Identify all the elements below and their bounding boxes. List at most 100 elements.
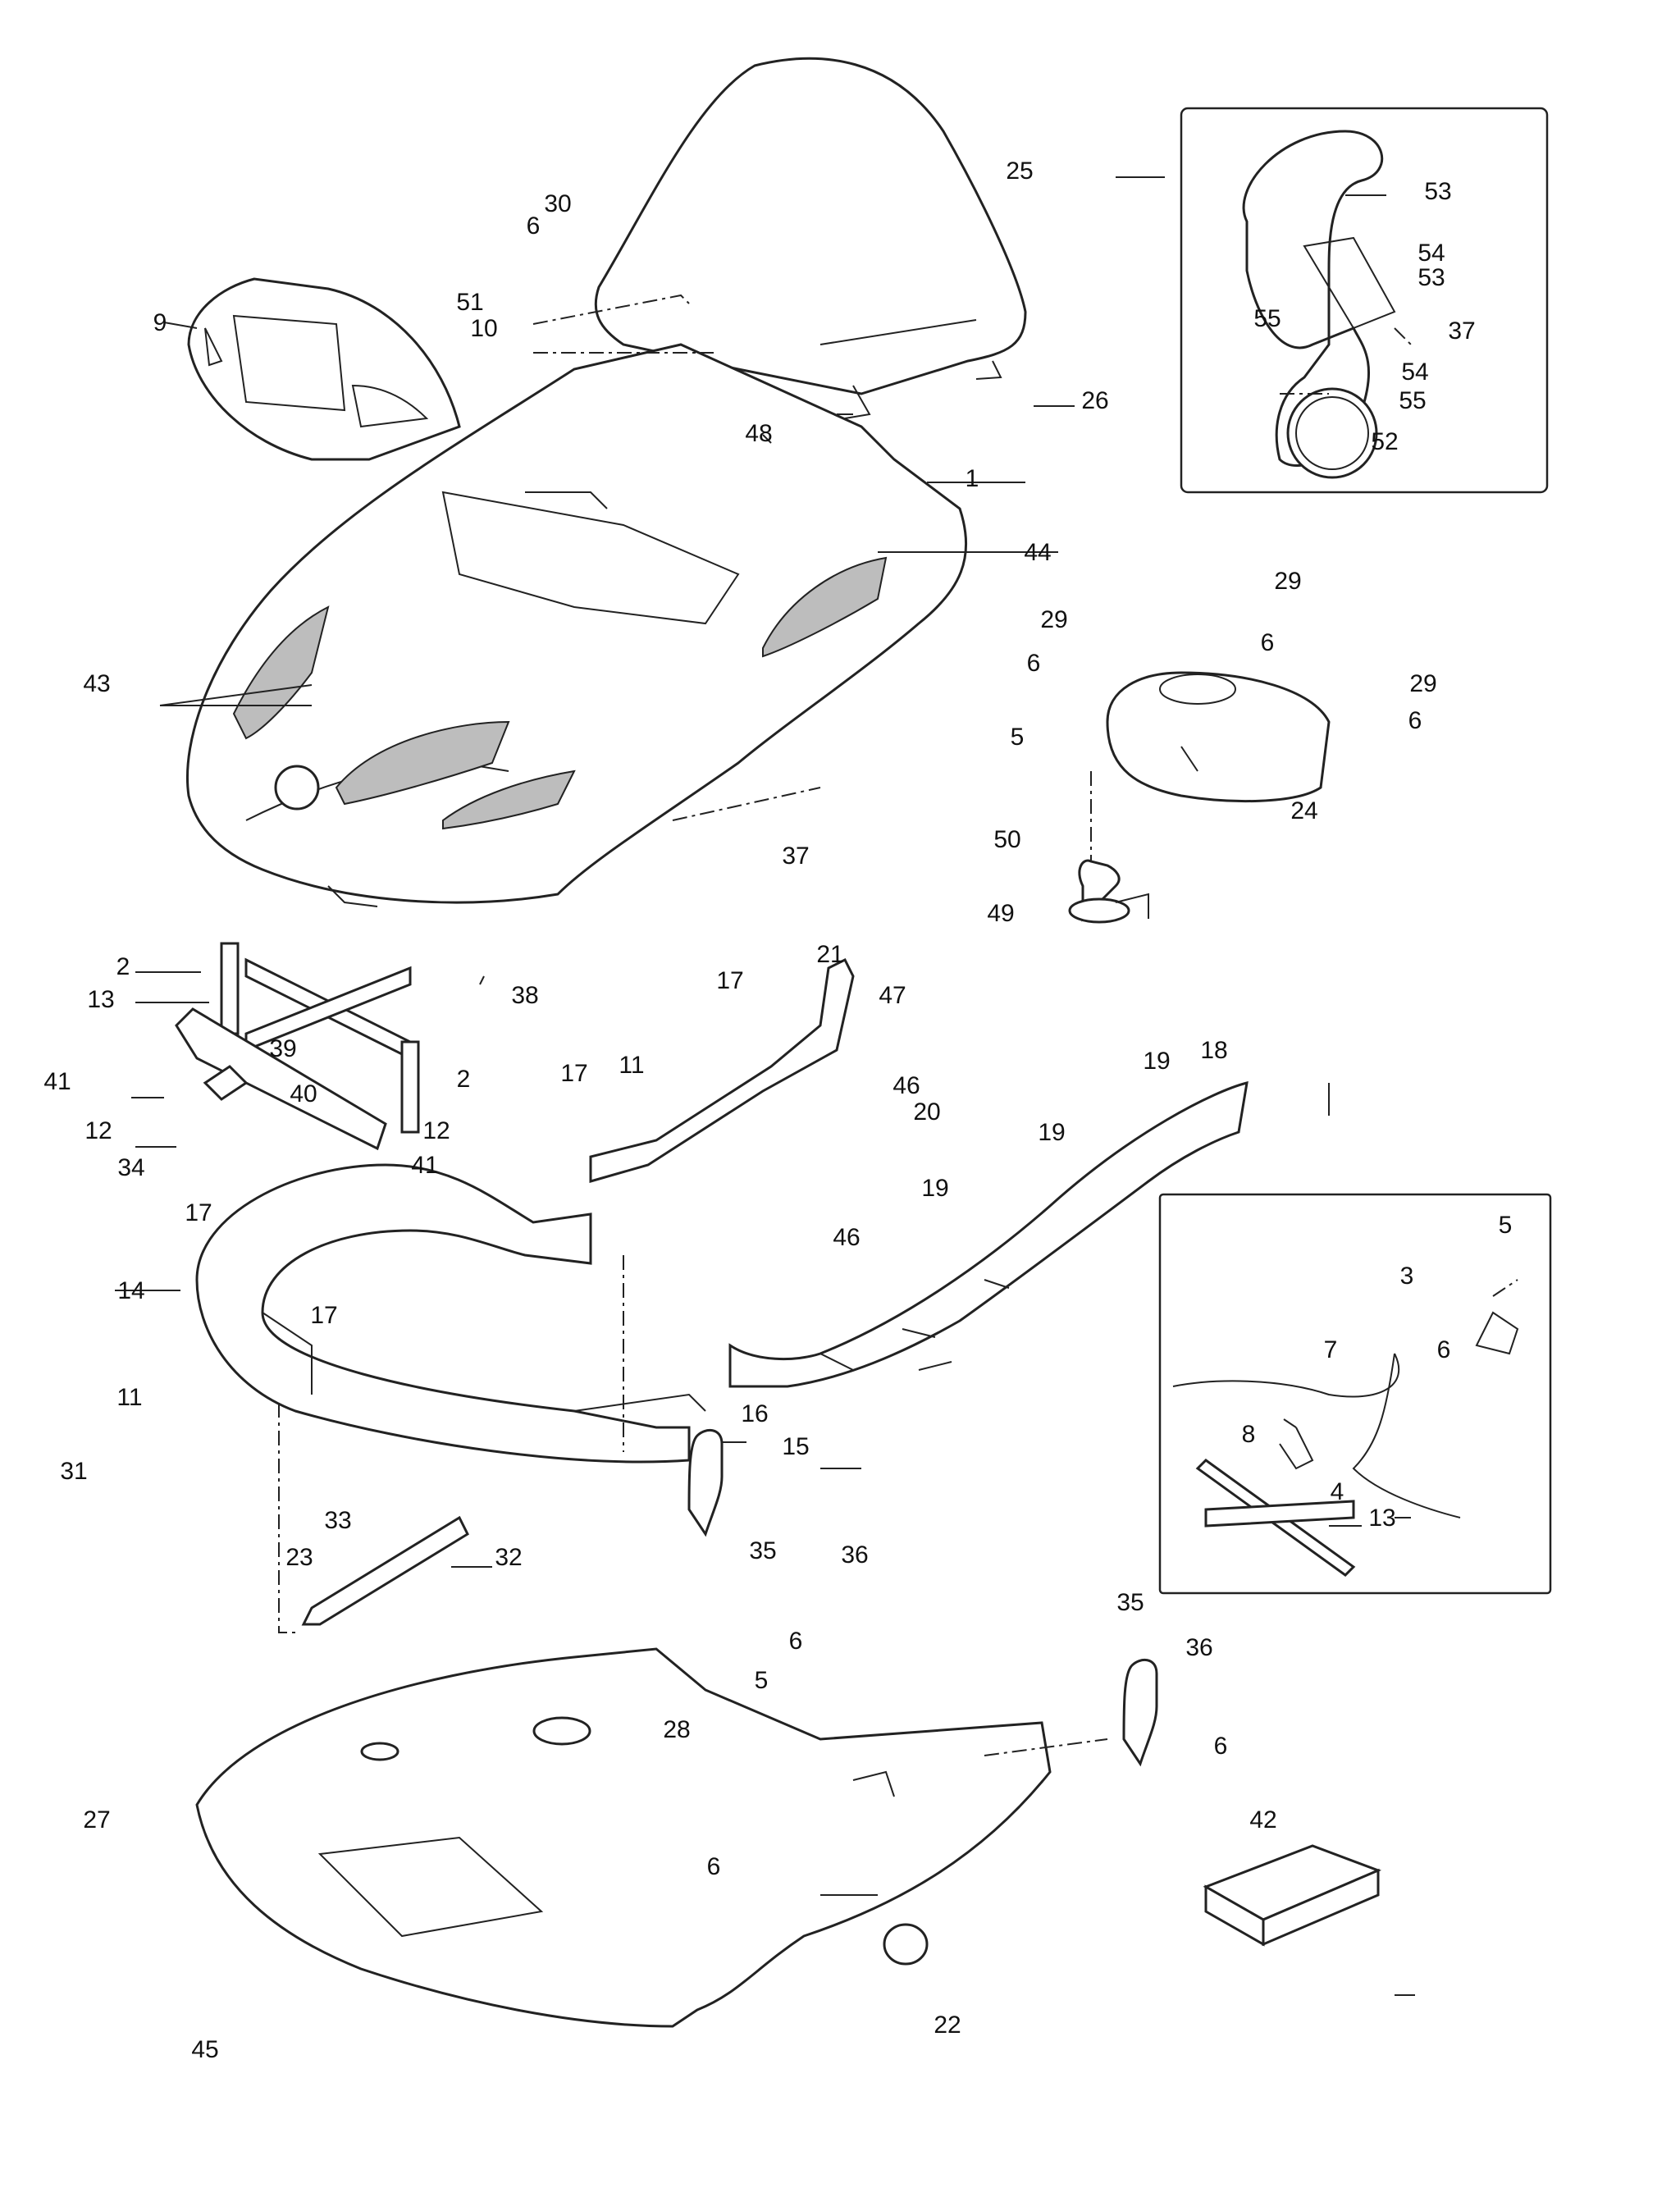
callout-c53a: 53 — [1424, 178, 1451, 205]
front-bumper-bracket-part — [175, 1007, 387, 1151]
callout-c36b: 36 — [1185, 1634, 1212, 1661]
callout-c5c: 5 — [1499, 1212, 1513, 1239]
hood-part — [186, 343, 968, 907]
callout-c38: 38 — [511, 982, 538, 1009]
callout-c6f: 6 — [1214, 1733, 1228, 1760]
callout-c3: 3 — [1400, 1263, 1414, 1290]
callout-c41a: 41 — [43, 1068, 71, 1095]
callout-c25: 25 — [1006, 158, 1033, 185]
callout-c6b: 6 — [1027, 650, 1041, 677]
callout-c7: 7 — [1324, 1336, 1338, 1363]
running-board-part — [728, 1080, 1249, 1388]
rear-bracket-part — [301, 1515, 469, 1626]
belly-pan-part — [195, 1647, 1052, 2028]
callout-c17d: 17 — [310, 1302, 337, 1329]
callout-c9: 9 — [153, 309, 167, 336]
callout-c23: 23 — [285, 1544, 313, 1571]
callout-c34: 34 — [117, 1154, 144, 1181]
callout-c48: 48 — [745, 420, 772, 447]
callout-c8: 8 — [1242, 1421, 1256, 1448]
callout-c54a: 54 — [1418, 240, 1445, 267]
callout-c49: 49 — [987, 900, 1014, 927]
callout-c11a: 11 — [619, 1052, 644, 1079]
callout-c19c: 19 — [921, 1175, 948, 1202]
callout-c17b: 17 — [560, 1060, 587, 1087]
callout-c6h: 6 — [1437, 1336, 1451, 1363]
callout-c43: 43 — [83, 670, 110, 697]
steering-bracket-part — [220, 942, 420, 1134]
callout-c16: 16 — [741, 1400, 768, 1427]
callout-c28: 28 — [663, 1716, 690, 1743]
callout-c26: 26 — [1081, 387, 1108, 414]
callout-c36a: 36 — [841, 1541, 868, 1569]
callout-c46b: 46 — [833, 1224, 860, 1251]
callout-c6a: 6 — [527, 212, 541, 240]
callout-c35b: 35 — [1116, 1589, 1144, 1616]
callout-c24: 24 — [1290, 797, 1317, 824]
callout-c6c: 6 — [1261, 629, 1275, 656]
inset-box-cable — [1158, 1193, 1552, 1595]
cable-assembly-part — [1172, 1311, 1519, 1577]
callout-c6e: 6 — [789, 1628, 803, 1655]
callout-c11b: 11 — [116, 1384, 142, 1411]
callout-c12a: 12 — [84, 1117, 112, 1144]
inset-box-mirror — [1180, 107, 1549, 494]
callout-c2b: 2 — [457, 1066, 471, 1093]
callout-c18: 18 — [1200, 1037, 1227, 1064]
callout-c15: 15 — [782, 1433, 809, 1460]
windshield-part — [594, 57, 1027, 419]
callout-c13b: 13 — [1368, 1505, 1395, 1532]
grommet-part — [1068, 859, 1149, 924]
callout-c50: 50 — [993, 826, 1020, 853]
callout-c47: 47 — [879, 982, 906, 1009]
callout-c39: 39 — [269, 1035, 296, 1062]
handle-part-left — [687, 1428, 724, 1537]
callout-c6d: 6 — [1408, 707, 1422, 734]
callout-c37b: 37 — [782, 843, 809, 870]
callout-c17a: 17 — [716, 967, 743, 994]
leader-lines — [115, 176, 1415, 1996]
callout-c14: 14 — [117, 1277, 144, 1304]
callout-c42: 42 — [1249, 1806, 1276, 1834]
callout-c54b: 54 — [1401, 358, 1428, 386]
callout-c30: 30 — [544, 190, 571, 217]
callout-c55b: 55 — [1399, 387, 1426, 414]
callout-c44: 44 — [1024, 539, 1051, 566]
callout-c33: 33 — [324, 1507, 351, 1534]
callout-c5b: 5 — [755, 1667, 769, 1694]
callout-c37a: 37 — [1448, 317, 1475, 345]
front-bumper-part — [195, 1163, 706, 1464]
callout-c41b: 41 — [411, 1152, 438, 1179]
callout-c35a: 35 — [749, 1537, 776, 1564]
callout-c5a: 5 — [1011, 724, 1025, 751]
callout-c4: 4 — [1331, 1478, 1344, 1505]
manual-part — [1203, 1844, 1382, 1947]
callout-c21: 21 — [816, 941, 843, 968]
callout-c12b: 12 — [422, 1117, 450, 1144]
callout-c51: 51 — [456, 289, 483, 316]
callout-c10: 10 — [470, 315, 497, 342]
callout-c52: 52 — [1371, 428, 1398, 455]
callout-c53b: 53 — [1418, 264, 1445, 291]
callout-c40: 40 — [290, 1080, 317, 1107]
callout-c6g: 6 — [707, 1853, 721, 1880]
console-part — [1106, 671, 1331, 803]
callout-c29c: 29 — [1409, 670, 1436, 697]
mirror-assembly-part — [1242, 130, 1396, 479]
callout-c13a: 13 — [87, 986, 114, 1013]
callout-c29b: 29 — [1274, 568, 1301, 595]
assembly-lines — [278, 294, 1518, 1756]
handle-part-right — [1122, 1658, 1158, 1767]
callout-c45: 45 — [191, 2036, 218, 2063]
callout-c31: 31 — [60, 1458, 87, 1485]
callout-c17c: 17 — [185, 1199, 212, 1226]
side-rail-part — [589, 957, 855, 1183]
callout-c1: 1 — [966, 465, 979, 492]
callout-c22: 22 — [934, 2012, 961, 2039]
callout-c2a: 2 — [116, 953, 130, 980]
callout-c27: 27 — [83, 1806, 110, 1834]
callout-c46a: 46 — [892, 1072, 920, 1099]
callout-c32: 32 — [495, 1544, 522, 1571]
callout-c29a: 29 — [1040, 606, 1067, 633]
